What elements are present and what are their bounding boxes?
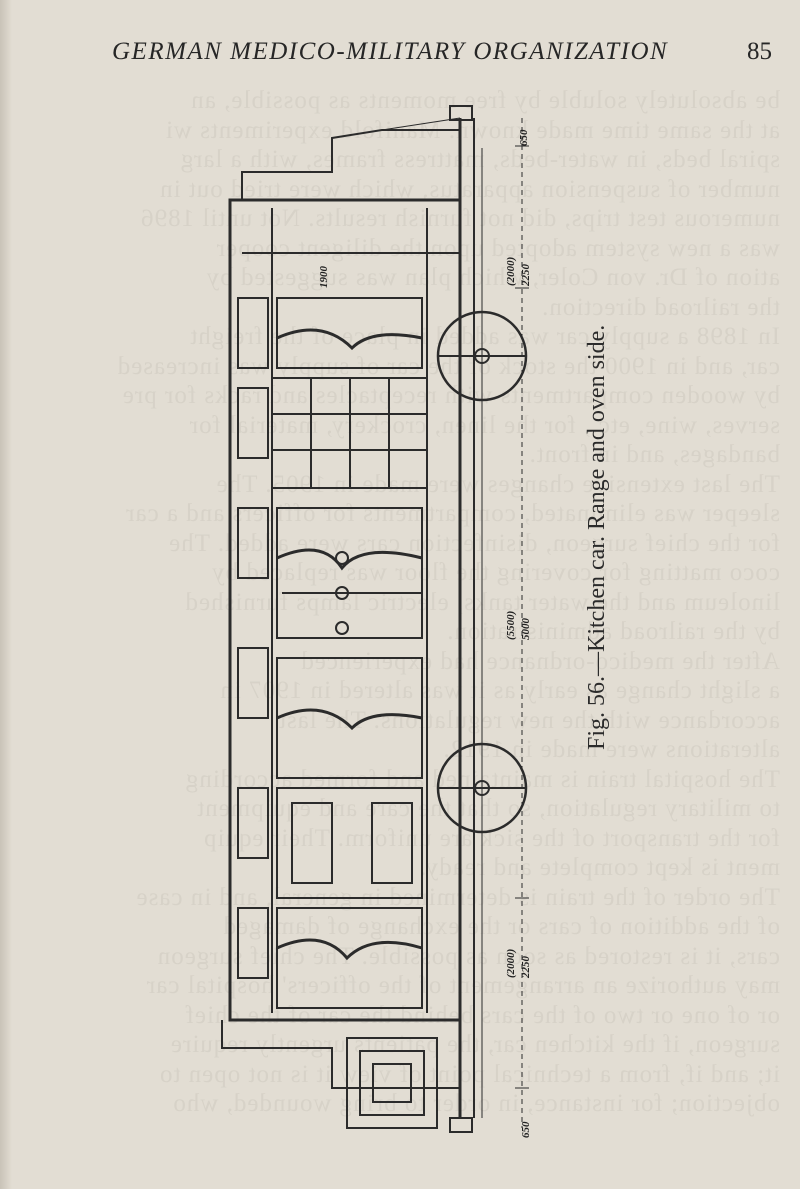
window-1 bbox=[237, 297, 269, 369]
end-box-mid bbox=[359, 1050, 425, 1116]
oven-door-2 bbox=[371, 802, 413, 884]
dim-top-1: 650 bbox=[518, 129, 530, 147]
dim-mid: 5000 bbox=[520, 618, 532, 640]
dim-bot-2: 650 bbox=[520, 1121, 532, 1139]
oven-door-1 bbox=[291, 802, 333, 884]
coupler-bottom bbox=[449, 1117, 473, 1133]
range bbox=[276, 787, 423, 899]
roof-stripe bbox=[381, 117, 461, 131]
dim-bot-paren: (2000) bbox=[505, 948, 517, 978]
running-head: GERMAN MEDICO-MILITARY ORGANIZATION 85 bbox=[112, 38, 772, 72]
rack-grid bbox=[271, 377, 428, 489]
window-3 bbox=[237, 507, 269, 579]
dim-mid-paren: (5500) bbox=[505, 610, 517, 640]
dim-top-2-paren: (2000) bbox=[505, 256, 517, 286]
running-title: GERMAN MEDICO-MILITARY ORGANIZATION bbox=[112, 38, 669, 65]
kitchen-car-figure: 650 (2000) 2250 (5500) 5000 (2000) 2250 … bbox=[182, 88, 582, 1158]
lower-drape bbox=[276, 708, 423, 731]
valve-1 bbox=[335, 551, 349, 565]
middle-drape bbox=[276, 548, 423, 571]
roof-end-outline bbox=[241, 129, 461, 200]
oven-drape bbox=[276, 938, 423, 961]
valve-3 bbox=[335, 621, 349, 635]
upper-drape bbox=[276, 328, 423, 351]
dim-top-2: 2250 bbox=[520, 264, 532, 286]
oven-lower bbox=[276, 907, 423, 1009]
end-box-inner bbox=[372, 1063, 412, 1103]
figure-caption: Fig. 56.—Kitchen car. Range and oven sid… bbox=[584, 324, 610, 750]
kitchen-car-drawing bbox=[221, 105, 529, 1133]
window-6 bbox=[237, 907, 269, 979]
window-5 bbox=[237, 787, 269, 859]
window-4 bbox=[237, 647, 269, 719]
coupler-top bbox=[449, 105, 473, 121]
upper-cabinet bbox=[276, 297, 423, 369]
page-number: 85 bbox=[747, 38, 772, 65]
end-box-outer bbox=[346, 1037, 438, 1129]
stove-area bbox=[276, 507, 423, 639]
lower-cabinet bbox=[276, 657, 423, 779]
page-edge-shadow bbox=[0, 0, 12, 1189]
dim-upper-left: 1900 bbox=[318, 266, 330, 288]
window-2 bbox=[237, 387, 269, 459]
dim-bot-1: 2250 bbox=[520, 956, 532, 978]
